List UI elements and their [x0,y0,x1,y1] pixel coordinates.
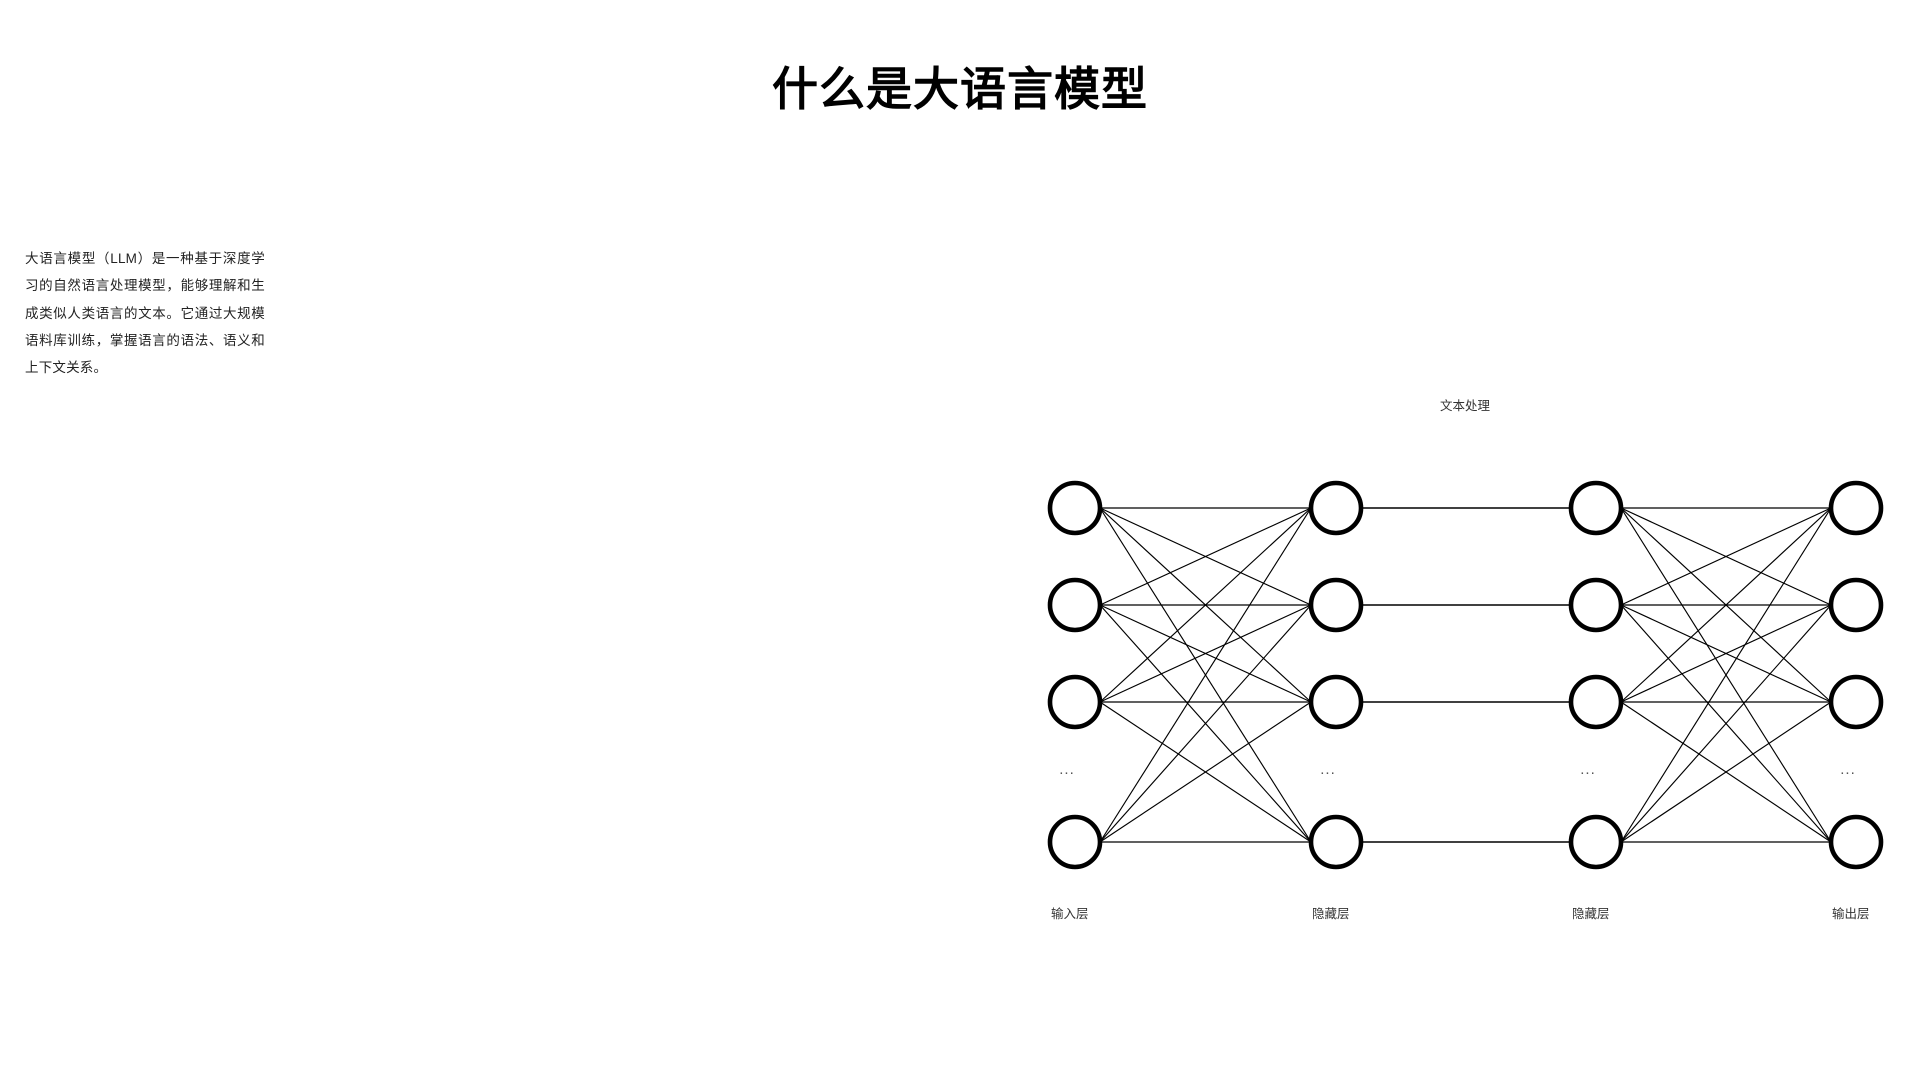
nn-node-hidden-layer-1-3 [1308,674,1364,730]
nn-edge-group [1099,507,1832,843]
nn-layer-label-hidden-layer-2: 隐藏层 [1572,907,1610,921]
nn-edge [1099,507,1312,606]
nn-ellipsis-hidden-layer-2: ... [1580,761,1596,778]
nn-ellipsis-input-layer: ... [1059,761,1075,778]
nn-node-hidden-layer-1-2 [1308,577,1364,633]
nn-edge [1099,507,1312,703]
nn-node-hidden-layer-2-2 [1568,577,1624,633]
nn-node-input-layer-3 [1047,674,1103,730]
nn-layer-label-input-layer: 输入层 [1051,906,1089,921]
diagram-caption: 文本处理 [1440,398,1491,413]
nn-edge [1620,604,1832,703]
nn-node-hidden-layer-1-1 [1308,480,1364,536]
nn-edge [1620,701,1832,843]
nn-label-group: 输入层 隐藏层 隐藏层 输出层 [1051,906,1870,921]
nn-edge [1620,507,1832,843]
nn-edge [1099,507,1312,843]
nn-edge [1620,604,1832,703]
nn-edge [1099,701,1312,843]
nn-edge [1620,507,1832,703]
nn-node-output-layer-4 [1828,814,1884,870]
nn-edge [1099,507,1312,703]
nn-edge [1099,701,1312,843]
nn-ellipsis-group: ............ [1059,761,1856,778]
nn-node-output-layer-2 [1828,577,1884,633]
nn-node-hidden-layer-2-3 [1568,674,1624,730]
page-title: 什么是大语言模型 [772,63,1148,115]
nn-node-hidden-layer-1-4 [1308,814,1364,870]
nn-node-input-layer-4 [1047,814,1103,870]
nn-edge [1620,701,1832,843]
nn-ellipsis-output-layer: ... [1840,761,1856,778]
intro-paragraph: 大语言模型（LLM）是一种基于深度学习的自然语言处理模型，能够理解和生成类似人类… [25,251,265,376]
nn-edge [1620,507,1832,606]
nn-node-output-layer-3 [1828,674,1884,730]
nn-node-group [1047,480,1884,870]
nn-edge [1620,604,1832,843]
nn-node-hidden-layer-2-4 [1568,814,1624,870]
nn-edge [1099,507,1312,606]
nn-layer-label-output-layer: 输出层 [1832,906,1870,921]
nn-edge [1099,604,1312,703]
nn-ellipsis-hidden-layer-1: ... [1320,761,1336,778]
nn-edge [1099,604,1312,843]
nn-edge [1620,604,1832,843]
nn-edge [1620,507,1832,606]
nn-layer-label-hidden-layer-1: 隐藏层 [1312,907,1350,921]
nn-node-output-layer-1 [1828,480,1884,536]
nn-node-hidden-layer-2-1 [1568,480,1624,536]
nn-edge [1099,604,1312,843]
nn-edge [1099,507,1312,843]
nn-node-input-layer-2 [1047,577,1103,633]
nn-edge [1099,604,1312,703]
nn-node-input-layer-1 [1047,480,1103,536]
nn-edge [1620,507,1832,703]
nn-edge [1620,507,1832,843]
